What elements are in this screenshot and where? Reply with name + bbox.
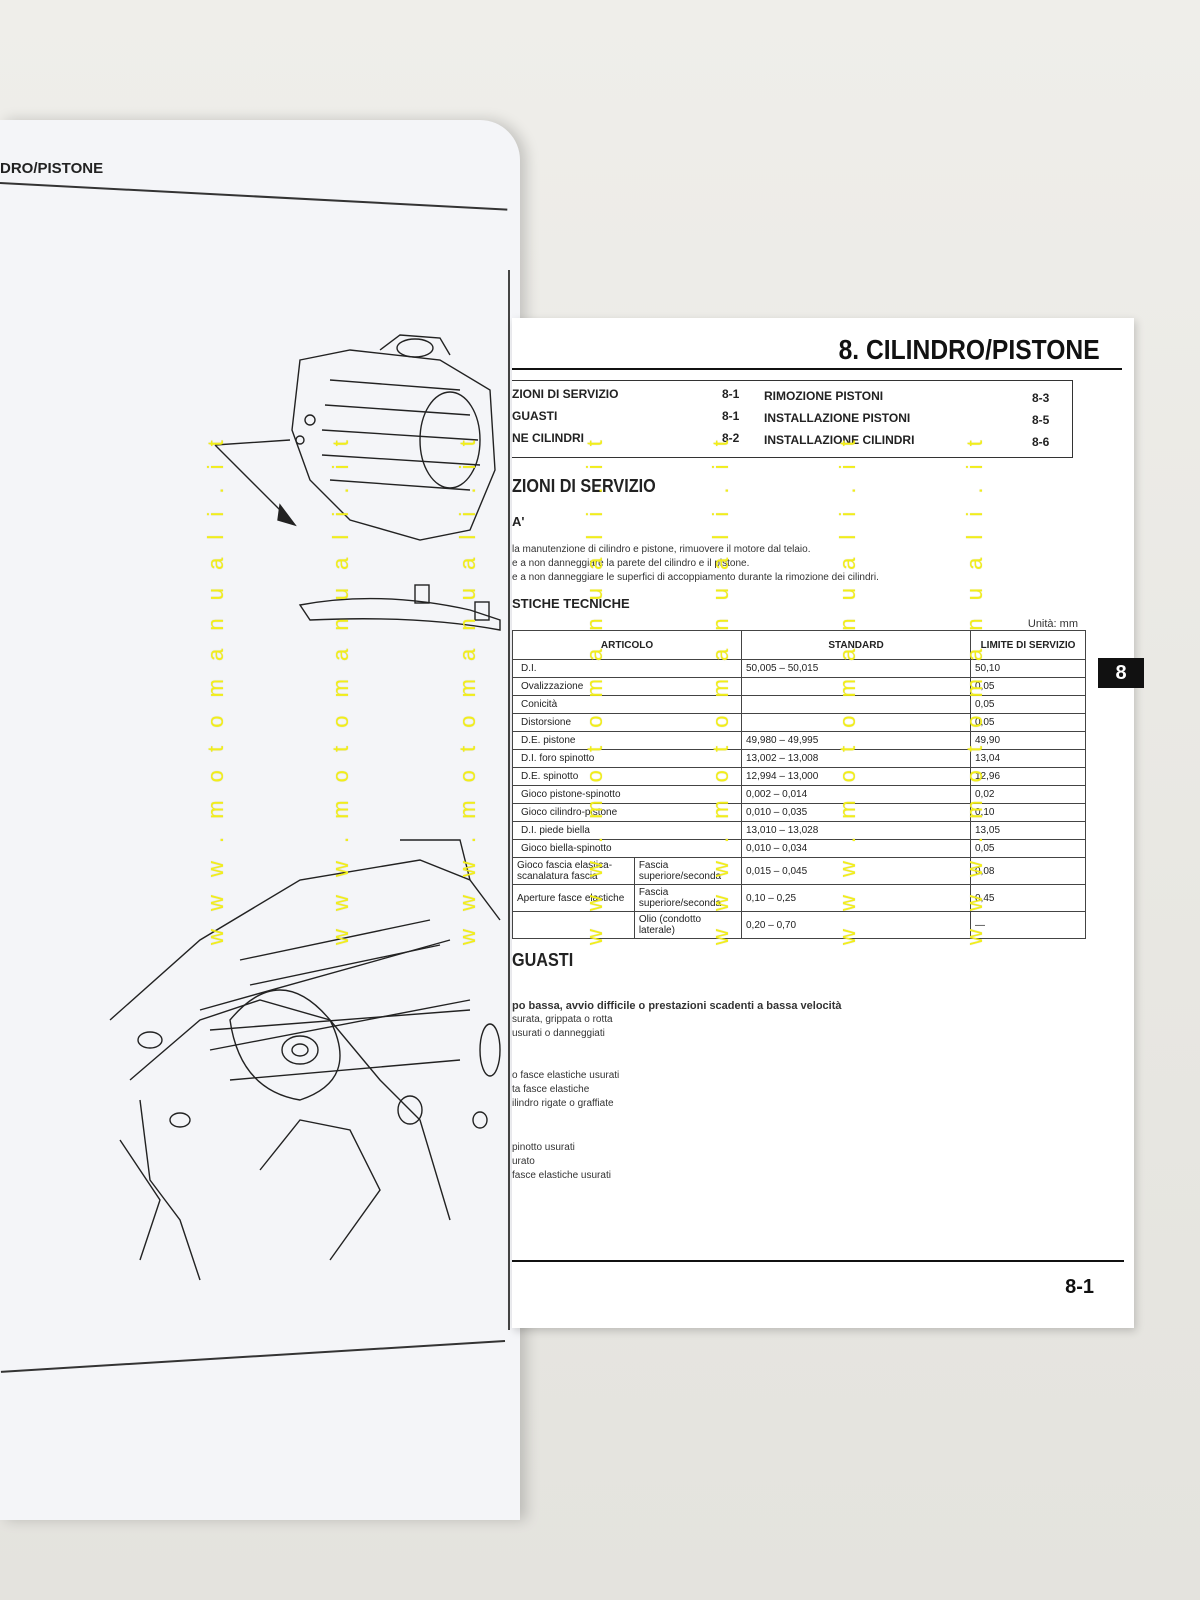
table-row: Olio (condotto laterale)0,20 – 0,70— [512,911,1086,939]
toc-item-label: INSTALLAZIONE PISTONI [764,411,911,425]
right-page: 8. CILINDRO/PISTONE ZIONI DI SERVIZIO 8-… [512,318,1134,1328]
toc-item-page: 8-1 [722,387,740,401]
guasti-item: urato [512,1156,535,1167]
cylinder-illustration [109,334,501,1281]
toc-item-page: 8-6 [1032,435,1050,449]
service-note: e a non danneggiare la parete del cilind… [512,558,750,569]
watermark-text: w w w . m o t o m a n u a l i . i t [455,434,480,945]
guasti-item: surata, grippata o rotta [512,1014,613,1025]
table-cell-item: Gioco fascia elastica-scanalatura fascia [512,857,635,885]
left-page [0,120,520,1520]
column-header: ARTICOLO [512,630,742,660]
table-cell-std: 0,10 – 0,25 [741,884,971,912]
section-title-servizio: ZIONI DI SERVIZIO [512,476,656,496]
specifications-table: ARTICOLO STANDARD LIMITE DI SERVIZIO D.I… [512,630,1086,939]
watermark-text: w w w . m o t o m a n u a l i . i t [708,434,733,945]
guasti-item: usurati o danneggiati [512,1028,605,1039]
chapter-title: 8. CILINDRO/PISTONE [838,334,1100,365]
toc-item-label: NE CILINDRI [512,431,584,445]
unit-label: Unità: mm [1027,618,1078,630]
watermark-text: w w w . m o t o m a n u a l i . i t [835,434,860,945]
left-page-header: DRO/PISTONE [0,160,104,177]
toc-item-page: 8-3 [1032,391,1050,405]
toc-item-label: RIMOZIONE PISTONI [764,389,884,403]
guasti-item: pinotto usurati [512,1142,575,1153]
guasti-lead: po bassa, avvio difficile o prestazioni … [512,1000,842,1012]
watermark-text: w w w . m o t o m a n u a l i . i t [962,434,987,945]
watermark-text: w w w . m o t o m a n u a l i . i t [203,434,228,945]
bottom-rule [512,1260,1124,1262]
table-cell-lim: 0,05 [970,713,1086,732]
watermark-text: w w w . m o t o m a n u a l i . i t [582,434,607,945]
title-rule [512,368,1122,370]
page-number: 8-1 [1065,1276,1094,1298]
table-cell-sub: Olio (condotto laterale) [633,911,743,939]
subsection-title: A' [512,514,525,529]
table-header-row: ARTICOLO STANDARD LIMITE DI SERVIZIO [512,630,1086,660]
service-note: la manutenzione di cilindro e pistone, r… [512,544,811,555]
toc-item-label: ZIONI DI SERVIZIO [512,387,619,401]
table-cell-lim: — [970,911,1086,939]
table-cell-item: Aperture fasce elastiche [512,884,635,912]
specs-title: STICHE TECNICHE [512,596,630,611]
left-frame-rule [508,270,510,1330]
table-of-contents: ZIONI DI SERVIZIO 8-1 GUASTI 8-1 NE CILI… [512,380,1073,458]
guasti-item: ta fasce elastiche [512,1084,590,1095]
toc-item-label: GUASTI [512,409,558,423]
toc-item-page: 8-5 [1032,413,1050,427]
table-cell-item [512,911,635,939]
guasti-item: o fasce elastiche usurati [512,1070,620,1081]
section-title-guasti: GUASTI [512,950,574,970]
guasti-item: ilindro rigate o graffiate [512,1098,614,1109]
guasti-item: fasce elastiche usurati [512,1170,611,1181]
toc-item-page: 8-2 [722,431,740,445]
service-note: e a non danneggiare le superfici di acco… [512,572,879,583]
chapter-tab: 8 [1098,658,1144,688]
watermark-text: w w w . m o t o m a n u a l i . i t [328,434,353,945]
toc-item-page: 8-1 [722,409,740,423]
toc-item-label: INSTALLAZIONE CILINDRI [764,433,915,447]
